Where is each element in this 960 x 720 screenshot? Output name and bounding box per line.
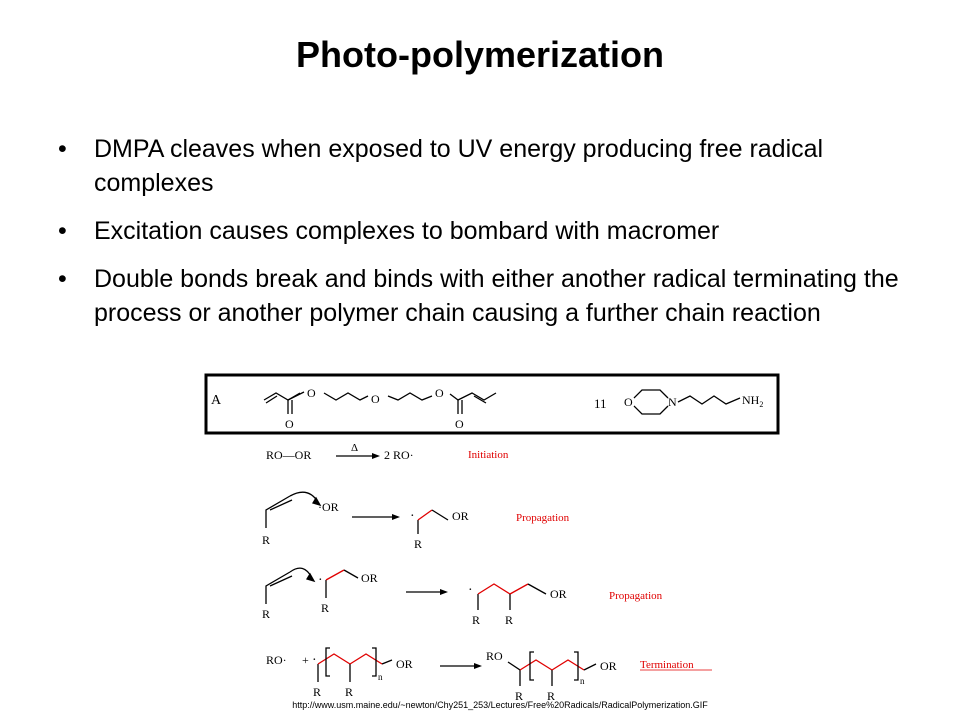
bullet-list: • DMPA cleaves when exposed to UV energy…	[56, 132, 926, 344]
atom-o: O	[285, 417, 294, 431]
group-or: OR	[452, 509, 469, 523]
substituent-r: R	[414, 537, 422, 551]
propagation-label: Propagation	[609, 590, 663, 602]
radical-or: ·OR	[318, 500, 339, 514]
group-ro: RO	[486, 649, 503, 663]
initiation-product: 2 RO·	[384, 448, 414, 462]
macromer-box: A O O O O O 11	[204, 373, 780, 435]
source-citation: http://www.usm.maine.edu/~newton/Chy251_…	[292, 700, 708, 710]
box-number-11: 11	[594, 396, 607, 411]
amine-nh2: NH2	[742, 393, 763, 409]
group-or: OR	[361, 571, 378, 585]
group-or: OR	[600, 659, 617, 673]
bullet-item: • Double bonds break and binds with eith…	[56, 262, 926, 330]
radical-ro: RO·	[266, 653, 287, 667]
bullet-dot: •	[58, 265, 67, 293]
propagation-row-1: R ·OR · OR R Propagation	[262, 491, 570, 551]
delta-symbol: Δ	[351, 442, 358, 454]
atom-o: O	[371, 392, 380, 406]
termination-row: RO· + · n OR R R RO	[266, 647, 712, 703]
atom-o: O	[307, 386, 316, 400]
box-label-a: A	[211, 393, 222, 408]
morpholine-structure	[633, 389, 741, 415]
termination-label: Termination	[640, 659, 694, 671]
repeat-n: n	[378, 672, 383, 682]
slide-title: Photo-polymerization	[296, 34, 664, 75]
atom-n: N	[668, 395, 677, 409]
substituent-r: R	[345, 685, 353, 699]
atom-o: O	[435, 386, 444, 400]
atom-o: O	[455, 417, 464, 431]
reaction-scheme: RO—OR Δ 2 RO· Initiation R ·OR ·	[262, 442, 712, 703]
diacrylate-structure	[263, 391, 497, 414]
radical-dot: ·	[468, 583, 473, 598]
svg-text:+: +	[302, 653, 309, 667]
substituent-r: R	[313, 685, 321, 699]
substituent-r: R	[472, 613, 480, 627]
group-or: OR	[550, 587, 567, 601]
substituent-r: R	[262, 533, 270, 547]
propagation-label: Propagation	[516, 512, 570, 524]
bullet-dot: •	[58, 135, 67, 163]
initiation-reactant: RO—OR	[266, 448, 311, 462]
radical-dot: ·	[318, 573, 323, 588]
substituent-r: R	[321, 601, 329, 615]
group-or: OR	[396, 657, 413, 671]
macromer-box-border	[204, 373, 780, 435]
radical-dot: ·	[410, 509, 415, 524]
atom-o: O	[624, 395, 633, 409]
bullet-text: DMPA cleaves when exposed to UV energy p…	[94, 135, 824, 197]
bullet-item: • DMPA cleaves when exposed to UV energy…	[56, 132, 926, 200]
initiation-label: Initiation	[468, 449, 509, 461]
bullet-text: Excitation causes complexes to bombard w…	[94, 217, 720, 245]
substituent-r: R	[262, 607, 270, 621]
propagation-row-2: · R R OR · OR R R Propagation	[262, 567, 663, 627]
bullet-dot: •	[58, 217, 67, 245]
radical-dot: ·	[312, 653, 317, 668]
substituent-r: R	[505, 613, 513, 627]
bullet-item: • Excitation causes complexes to bombard…	[56, 214, 926, 248]
bullet-text: Double bonds break and binds with either…	[94, 265, 899, 327]
repeat-n: n	[580, 676, 585, 686]
initiation-row: RO—OR Δ 2 RO· Initiation	[266, 442, 509, 462]
